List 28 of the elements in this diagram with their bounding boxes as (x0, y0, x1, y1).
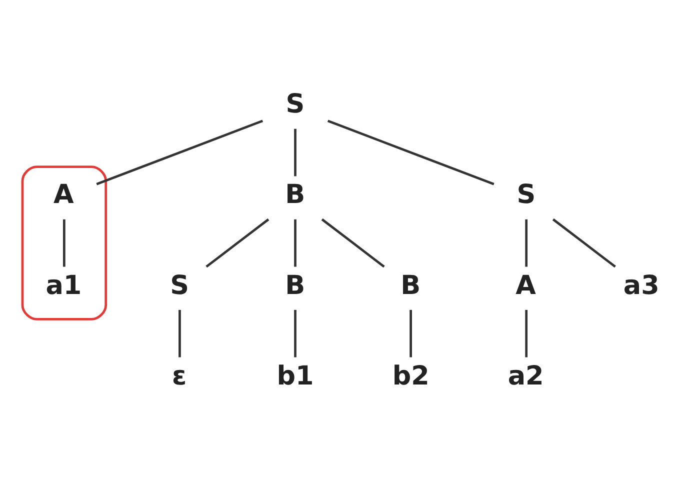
connector (321, 218, 385, 268)
connector (178, 309, 181, 357)
connector (525, 218, 528, 266)
connector (294, 309, 296, 357)
connector (62, 218, 66, 266)
connector (525, 309, 528, 357)
node-text: S (516, 180, 536, 210)
connector (552, 218, 616, 268)
connector (410, 309, 412, 357)
connector (206, 218, 270, 268)
node-text: ε (172, 360, 187, 391)
connector (294, 218, 296, 266)
connector (327, 119, 494, 185)
node-text: b1 (276, 360, 314, 391)
cluster (21, 165, 108, 320)
connector (294, 128, 296, 176)
node-text: a2 (508, 360, 544, 391)
node-text: a1 (46, 270, 82, 300)
node-text: A (53, 180, 74, 210)
node-text: a3 (623, 270, 660, 300)
connector (96, 119, 264, 185)
node-text: S (170, 270, 190, 300)
node-text: b2 (392, 360, 430, 391)
node-text: B (400, 270, 421, 300)
node-text: A (516, 270, 536, 300)
node-text: B (285, 180, 306, 210)
node-text: S (286, 89, 305, 120)
node-text: B (285, 270, 306, 300)
